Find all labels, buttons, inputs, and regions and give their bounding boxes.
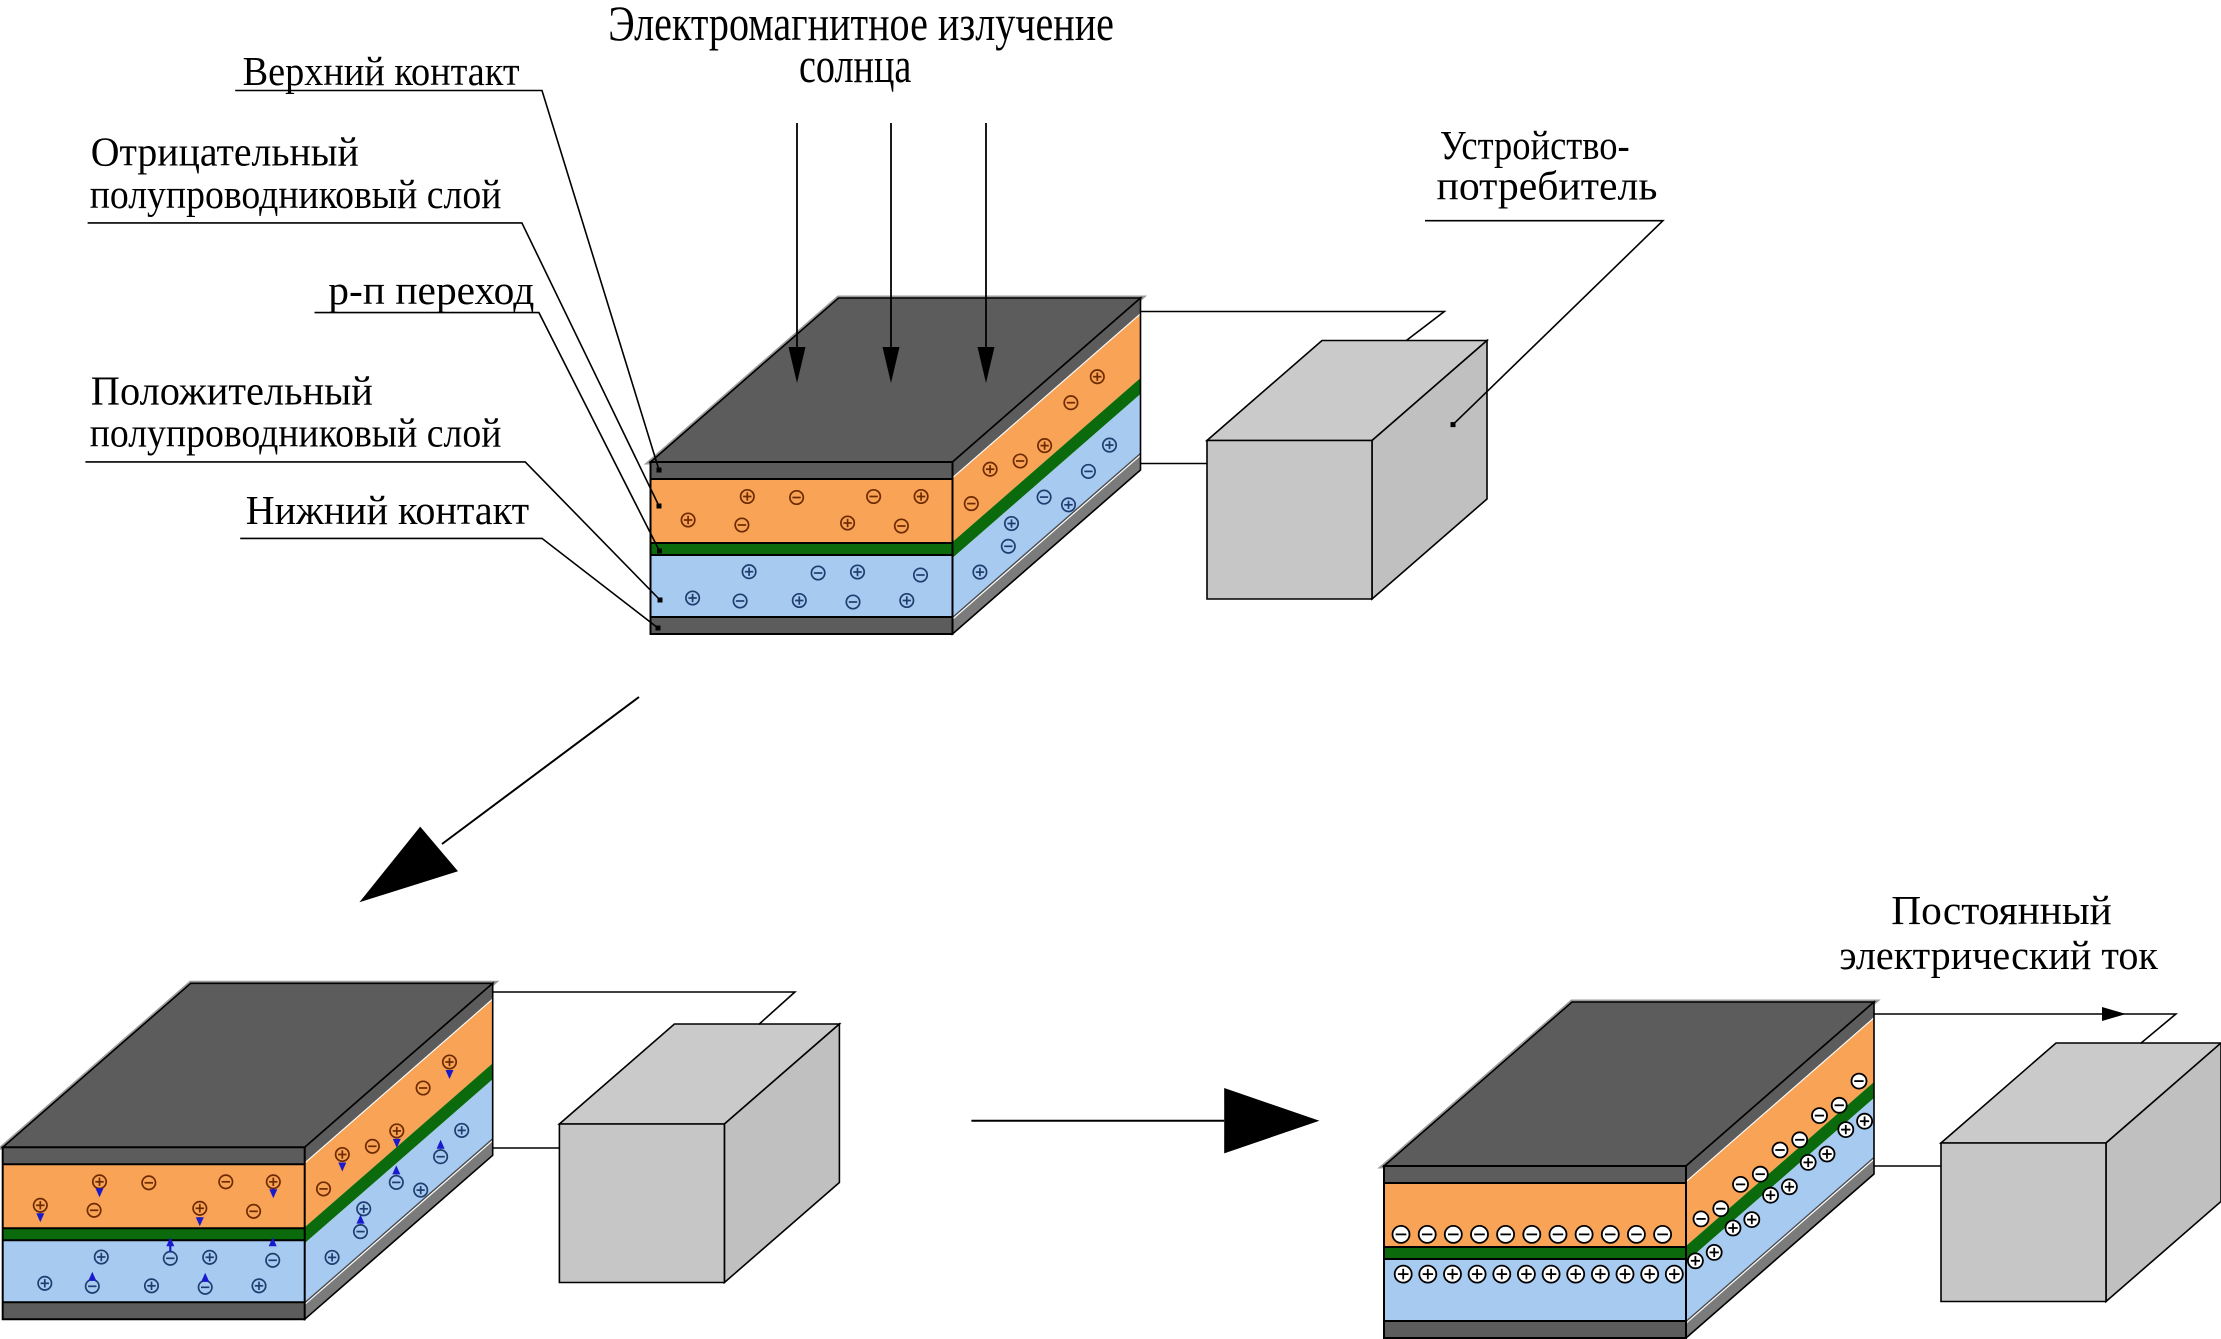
svg-text:Постоянный: Постоянный	[1891, 887, 2112, 933]
svg-text:Положительный: Положительный	[91, 368, 373, 414]
svg-text:Отрицательный: Отрицательный	[91, 129, 359, 175]
svg-text:Устройство-: Устройство-	[1440, 122, 1630, 168]
svg-text:Нижний контакт: Нижний контакт	[246, 487, 529, 533]
svg-text:р-п переход: р-п переход	[328, 267, 534, 313]
svg-text:электрический ток: электрический ток	[1839, 932, 2158, 978]
svg-text:потребитель: потребитель	[1437, 163, 1658, 209]
svg-text:полупроводниковый слой: полупроводниковый слой	[90, 171, 502, 217]
svg-text:солнца: солнца	[799, 38, 911, 93]
svg-text:полупроводниковый слой: полупроводниковый слой	[90, 410, 502, 456]
svg-text:Электромагнитное излучение: Электромагнитное излучение	[608, 0, 1114, 51]
svg-text:Верхний контакт: Верхний контакт	[243, 48, 520, 94]
